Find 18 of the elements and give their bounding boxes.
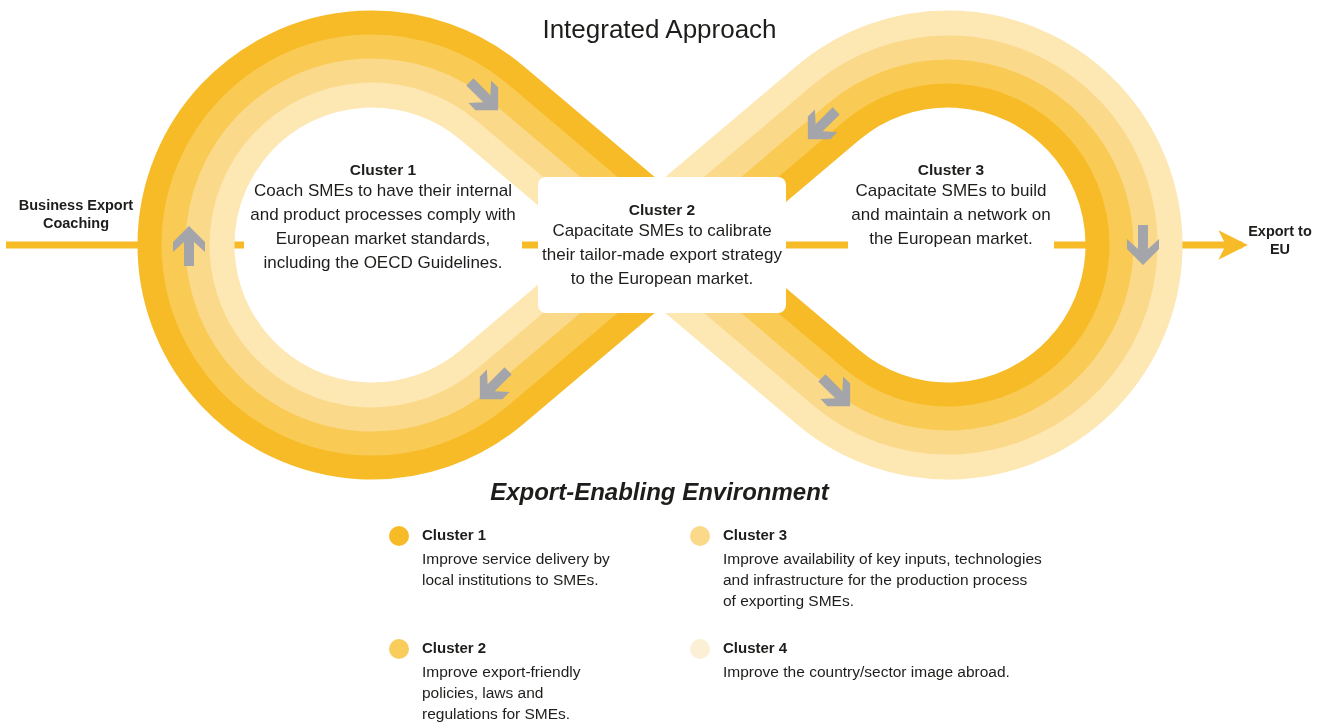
legend-description: Improve export-friendly policies, laws and regulations for SMEs. — [422, 662, 582, 724]
section-heading: Export-Enabling Environment — [490, 478, 829, 505]
cluster-description: Capacitate SMEs to calibrate their tailor-made export strategy to the European market. — [542, 220, 782, 290]
legend-label: Cluster 1 — [422, 526, 487, 543]
legend-label: Cluster 4 — [723, 639, 788, 656]
cluster-description: Capacitate SMEs to build and maintain a network on the European market. — [850, 180, 1052, 250]
legend-label: Cluster 2 — [422, 639, 487, 656]
cluster-heading: Cluster 1 — [349, 160, 417, 180]
cluster-heading: Cluster 2 — [628, 199, 696, 219]
cluster-description: Coach SMEs to have their internal and product processes comply with European market standards, including the OECD Guidelines. — [249, 180, 517, 274]
diagram-title: Integrated Approach — [542, 14, 777, 44]
legend-description: Improve service delivery by local institutions to SMEs. — [422, 549, 611, 590]
legend-description: Improve availability of key inputs, technologies and infrastructure for the production process of exporting SMEs. — [723, 549, 1043, 611]
flow-label-text: Export to EU — [1247, 222, 1313, 259]
cluster-heading: Cluster 3 — [917, 160, 985, 180]
legend-description: Improve the country/sector image abroad. — [723, 662, 1011, 682]
flow-label-text: Business Export Coaching — [17, 196, 135, 233]
legend-label: Cluster 3 — [723, 526, 788, 543]
